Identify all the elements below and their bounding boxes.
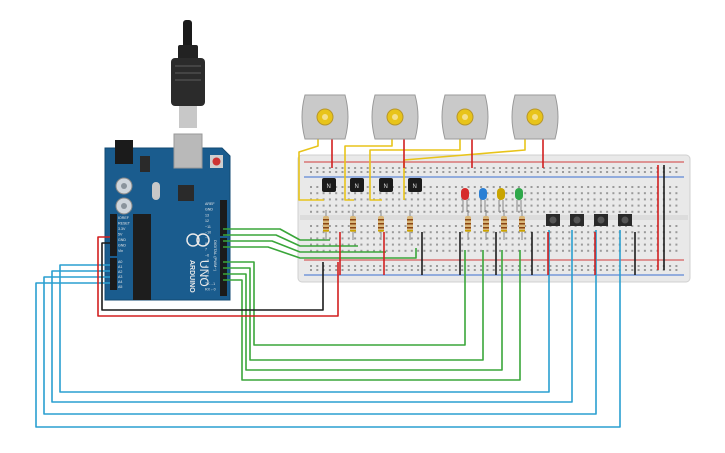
digital-pin-label: ~5 bbox=[205, 259, 209, 263]
wire-motor-signal[interactable] bbox=[223, 234, 358, 247]
power-pin-label: GND bbox=[118, 244, 126, 248]
resistor[interactable] bbox=[483, 210, 489, 240]
pushbutton-icon[interactable] bbox=[618, 214, 632, 226]
wire-led-signal[interactable] bbox=[223, 250, 503, 371]
resistor[interactable] bbox=[378, 210, 384, 240]
transistor[interactable]: N bbox=[408, 178, 422, 192]
wire-motor-feed[interactable] bbox=[403, 138, 526, 200]
digital-pin-label: 8 bbox=[205, 242, 207, 246]
analog-pin-label: A3 bbox=[118, 275, 122, 279]
dc-motor-icon[interactable] bbox=[441, 94, 489, 140]
dc-motor-icon[interactable] bbox=[511, 94, 559, 140]
resistor[interactable] bbox=[323, 210, 329, 240]
wire-motor-feed[interactable] bbox=[298, 138, 324, 201]
analog-pin-label: A2 bbox=[118, 270, 122, 274]
wire-button[interactable] bbox=[51, 230, 573, 403]
power-pin-label: GND bbox=[118, 238, 126, 242]
analog-pin-label: A0 bbox=[118, 260, 122, 264]
power-pin-label: Vin bbox=[118, 249, 123, 253]
resistor[interactable] bbox=[465, 210, 471, 240]
pushbutton-icon[interactable] bbox=[546, 214, 560, 226]
digital-pin-label: ~10 bbox=[205, 231, 211, 235]
wire-led-signal[interactable] bbox=[223, 250, 484, 361]
transistor[interactable]: N bbox=[350, 178, 364, 192]
arduino-uno-board[interactable]: ARDUINO UNO DIGITAL (PWM~) IOREF RESET3.3… bbox=[104, 20, 231, 301]
analog-pin-label: A1 bbox=[118, 265, 122, 269]
wire-gnd[interactable] bbox=[101, 242, 324, 311]
led[interactable] bbox=[479, 188, 487, 212]
digital-pin-label: 2 bbox=[205, 276, 207, 280]
power-pin-label: IOREF bbox=[118, 216, 130, 220]
analog-pin-label: A4 bbox=[118, 280, 122, 284]
wire-5v[interactable] bbox=[97, 236, 339, 317]
transistor-label: N bbox=[327, 184, 331, 190]
transistor[interactable]: N bbox=[322, 178, 336, 192]
power-pin-label: RESET bbox=[118, 222, 131, 226]
board-model: UNO bbox=[197, 260, 211, 287]
wire-motor-signal[interactable] bbox=[223, 228, 330, 241]
wires bbox=[35, 138, 665, 428]
led[interactable] bbox=[515, 188, 523, 212]
digital-pin-label: 12 bbox=[205, 219, 209, 223]
power-pin-label: 3.3V bbox=[118, 227, 126, 231]
wire-led-signal[interactable] bbox=[223, 250, 521, 381]
dc-motor-icon[interactable] bbox=[371, 94, 419, 140]
analog-pin-label: A5 bbox=[118, 285, 122, 289]
transistor-label: N bbox=[355, 184, 359, 190]
wire-motor-signal[interactable] bbox=[223, 240, 386, 253]
resistor[interactable] bbox=[350, 210, 356, 240]
led[interactable] bbox=[497, 188, 505, 212]
transistor-label: N bbox=[384, 184, 388, 190]
wire-button[interactable] bbox=[35, 230, 621, 428]
digital-pin-label: ~9 bbox=[205, 236, 209, 240]
digital-pin-label: ~6 bbox=[205, 253, 209, 257]
wire-button[interactable] bbox=[43, 230, 597, 415]
digital-pin-label: GND bbox=[205, 208, 213, 212]
transistor-label: N bbox=[413, 184, 417, 190]
wire-motor-signal[interactable] bbox=[223, 246, 417, 259]
transistor[interactable]: N bbox=[379, 178, 393, 192]
pushbutton-icon[interactable] bbox=[594, 214, 608, 226]
wire-motor-feed[interactable] bbox=[369, 138, 461, 201]
power-pin-label: 5V bbox=[118, 233, 123, 237]
board-brand: ARDUINO bbox=[188, 260, 195, 293]
resistor[interactable] bbox=[407, 210, 413, 240]
wire-motor-feed[interactable] bbox=[344, 138, 393, 201]
wire-button[interactable] bbox=[59, 230, 550, 393]
digital-pin-label: TX→1 bbox=[205, 282, 215, 286]
digital-pin-label: 7 bbox=[205, 248, 207, 252]
resistor[interactable] bbox=[501, 210, 507, 240]
digital-header-label: DIGITAL (PWM~) bbox=[213, 240, 218, 272]
digital-pin-label: AREF bbox=[205, 202, 215, 206]
digital-pin-label: 13 bbox=[205, 213, 209, 217]
resistor[interactable] bbox=[519, 210, 525, 240]
breadboard[interactable] bbox=[297, 154, 691, 283]
dc-motor-icon[interactable] bbox=[301, 94, 349, 140]
pushbutton-icon[interactable] bbox=[570, 214, 584, 226]
wire-led-signal[interactable] bbox=[223, 250, 466, 346]
motors bbox=[301, 94, 559, 140]
led[interactable] bbox=[461, 188, 469, 212]
digital-pin-label: ~11 bbox=[205, 225, 211, 229]
digital-pin-label: RX←0 bbox=[205, 288, 216, 292]
usb-plug-icon bbox=[171, 20, 205, 128]
arduino-logo-icon bbox=[186, 233, 210, 247]
digital-pin-label: ~3 bbox=[205, 270, 209, 274]
digital-pin-label: 4 bbox=[205, 265, 207, 269]
